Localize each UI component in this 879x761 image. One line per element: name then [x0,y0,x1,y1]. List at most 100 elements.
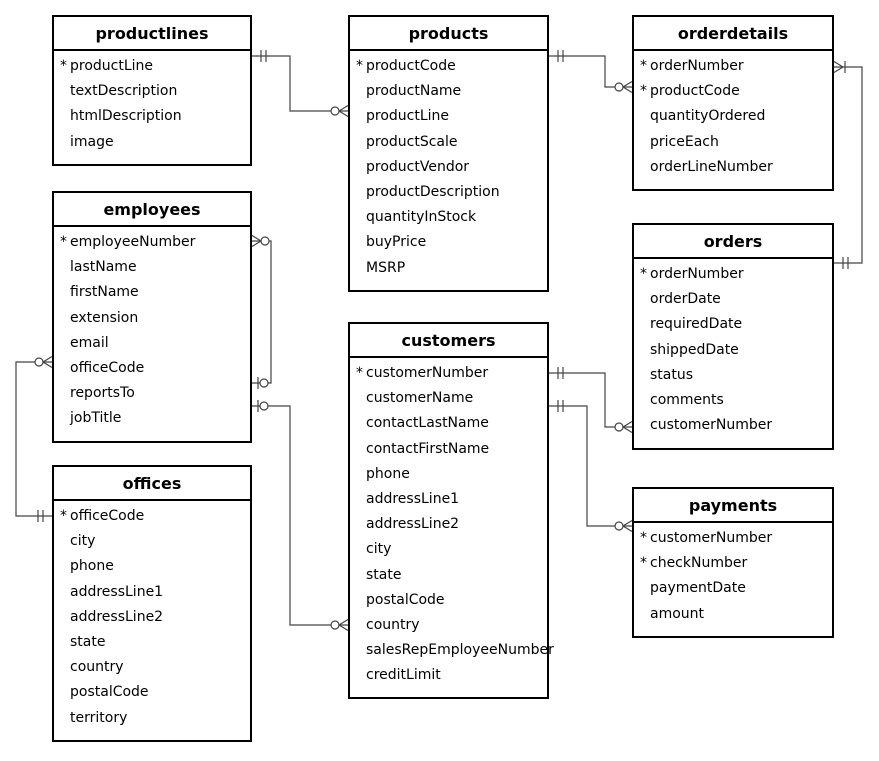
field-row: *productCode [350,54,547,79]
field-name: customerNumber [366,365,489,381]
field-name: image [70,133,114,150]
field-row: customerNumber [634,413,832,438]
crows-foot-marker [251,240,262,248]
field-row: productScale [350,130,547,155]
field-row: productDescription [350,180,547,205]
field-list: *customerNumber customerName contactLastNa… [350,358,554,688]
zero-circle-marker [614,521,624,531]
field-name: productCode [650,83,740,100]
crows-foot-marker [251,234,262,242]
field-row: contactLastName [350,411,547,436]
zero-circle-marker [330,620,340,630]
field-name: territory [70,709,128,726]
field-name: productVendor [366,158,470,175]
crows-foot-marker [338,110,349,118]
field-name: extension [70,309,139,326]
field-name: jobTitle [70,410,122,427]
primary-key-marker: * [60,58,67,74]
field-name: checkNumber [650,555,748,572]
field-row: *productLine [54,54,250,79]
field-row: shippedDate [634,338,832,363]
entity-title: payments [634,489,832,523]
relationship-line [252,240,272,384]
crows-foot-marker [622,525,633,533]
entity-title: offices [54,467,250,501]
primary-key-marker: * [640,83,647,100]
field-row: email [54,331,250,356]
zero-circle-marker [34,357,44,367]
primary-key-marker: * [640,58,647,74]
entity-title: productlines [54,17,250,51]
primary-key-marker: * [356,365,363,381]
field-row: city [350,537,547,562]
field-row: reportsTo [54,381,250,406]
primary-key-marker: * [356,58,363,74]
field-name: productScale [366,133,458,150]
crows-foot-marker [338,104,349,112]
field-name: salesRepEmployeeNumber [366,642,554,659]
crows-foot-marker [42,355,53,363]
entity-title: orders [634,225,832,259]
entity-orders[interactable]: orders *orderNumber orderDate requiredDate… [632,223,834,450]
field-row: phone [54,554,250,579]
field-name: customerNumber [650,417,773,434]
field-row: salesRepEmployeeNumber [350,638,554,663]
field-row: lastName [54,255,250,280]
field-name: email [70,334,109,351]
zero-circle-marker [259,401,269,411]
relationship-line [252,55,348,112]
field-name: country [366,616,420,633]
field-name: state [70,633,106,650]
entity-payments[interactable]: payments *customerNumber*checkNumber paym… [632,487,834,638]
relationship-line [834,66,863,264]
field-name: customerNumber [650,530,773,546]
field-name: contactLastName [366,415,489,432]
primary-key-marker: * [640,530,647,546]
relationship-line [549,372,632,428]
field-row: *customerNumber [634,526,832,551]
field-name: phone [70,558,114,575]
field-name: state [366,566,402,583]
field-row: country [54,655,250,680]
field-name: paymentDate [650,580,746,597]
field-row: htmlDescription [54,104,250,129]
field-name: orderLineNumber [650,158,773,175]
zero-circle-marker [260,236,270,246]
field-name: orderDate [650,291,721,308]
field-row: addressLine1 [350,487,547,512]
field-row: state [350,563,547,588]
primary-key-marker: * [640,266,647,282]
field-row: customerName [350,386,547,411]
crows-foot-marker [622,426,633,434]
field-row: phone [350,462,547,487]
field-name: requiredDate [650,316,743,333]
field-row: productVendor [350,155,547,180]
field-row: image [54,130,250,155]
field-name: productLine [366,108,450,125]
field-name: status [650,366,694,383]
field-name: orderNumber [650,266,744,282]
crows-foot-marker [833,66,844,74]
field-row: *officeCode [54,504,250,529]
field-row: territory [54,706,250,731]
field-name: productCode [366,58,456,74]
field-name: buyPrice [366,234,427,251]
field-row: country [350,613,547,638]
field-row: state [54,630,250,655]
zero-circle-marker [330,106,340,116]
field-row: productLine [350,104,547,129]
crows-foot-marker [833,60,844,68]
field-name: quantityOrdered [650,108,766,125]
field-name: comments [650,391,724,408]
crows-foot-marker [622,420,633,428]
field-row: jobTitle [54,406,250,431]
